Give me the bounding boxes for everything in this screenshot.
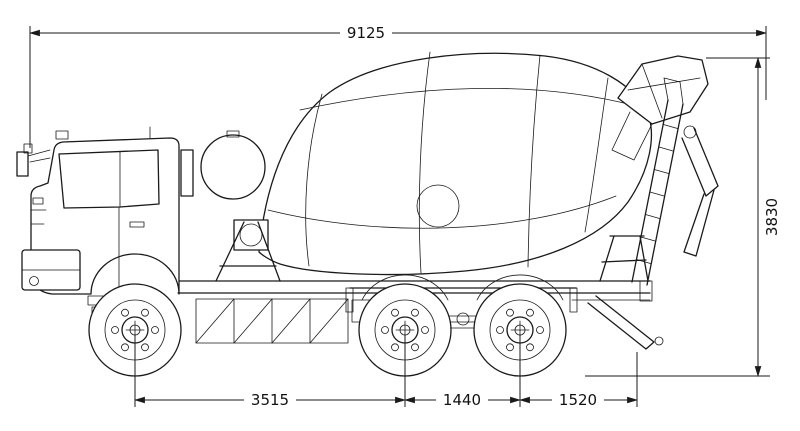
water-tank (200, 134, 266, 200)
truck (16, 51, 719, 377)
mixer-drum (258, 51, 653, 276)
spot-mirror (23, 143, 33, 154)
dim-label-overall-height: 3830 (763, 198, 781, 236)
door-handle (129, 221, 145, 228)
balancer-pivot (456, 312, 470, 326)
dim-wheelbase: 3515 (133, 391, 407, 409)
dim-label-rear-overhang: 1520 (559, 391, 597, 409)
cab (16, 126, 194, 316)
cab-window (58, 149, 160, 209)
dim-rear-overhang: 1520 (518, 391, 639, 409)
brand-badge (32, 197, 44, 205)
discharge-chute (681, 125, 719, 257)
front-pedestal (200, 130, 281, 282)
dim-overall-length: 9125 (28, 24, 768, 148)
dim-overall-height: 3830 (585, 56, 781, 378)
fog-lamp (29, 276, 39, 286)
access-ladder (631, 77, 684, 286)
dim-label-overall-length: 9125 (347, 24, 385, 42)
dim-label-rear-axle-spacing: 1440 (443, 391, 481, 409)
drum-manhole (416, 184, 460, 228)
air-intake-stack (180, 149, 194, 197)
side-mirror (16, 151, 29, 177)
wheels (88, 274, 567, 377)
hopper-assembly (611, 55, 719, 286)
rear-pedestal (599, 235, 649, 282)
chassis-frame (177, 280, 653, 344)
dim-rear-axle-spacing: 1440 (403, 391, 522, 409)
drum-body (258, 52, 653, 276)
dimension-annotations: 9125 3830 3515 1440 152 (28, 24, 781, 409)
rear-crossmember (639, 280, 653, 302)
roof-marker (55, 130, 69, 140)
loading-hopper (617, 55, 709, 125)
rear-mudflap (587, 295, 664, 350)
dim-label-wheelbase: 3515 (251, 391, 289, 409)
